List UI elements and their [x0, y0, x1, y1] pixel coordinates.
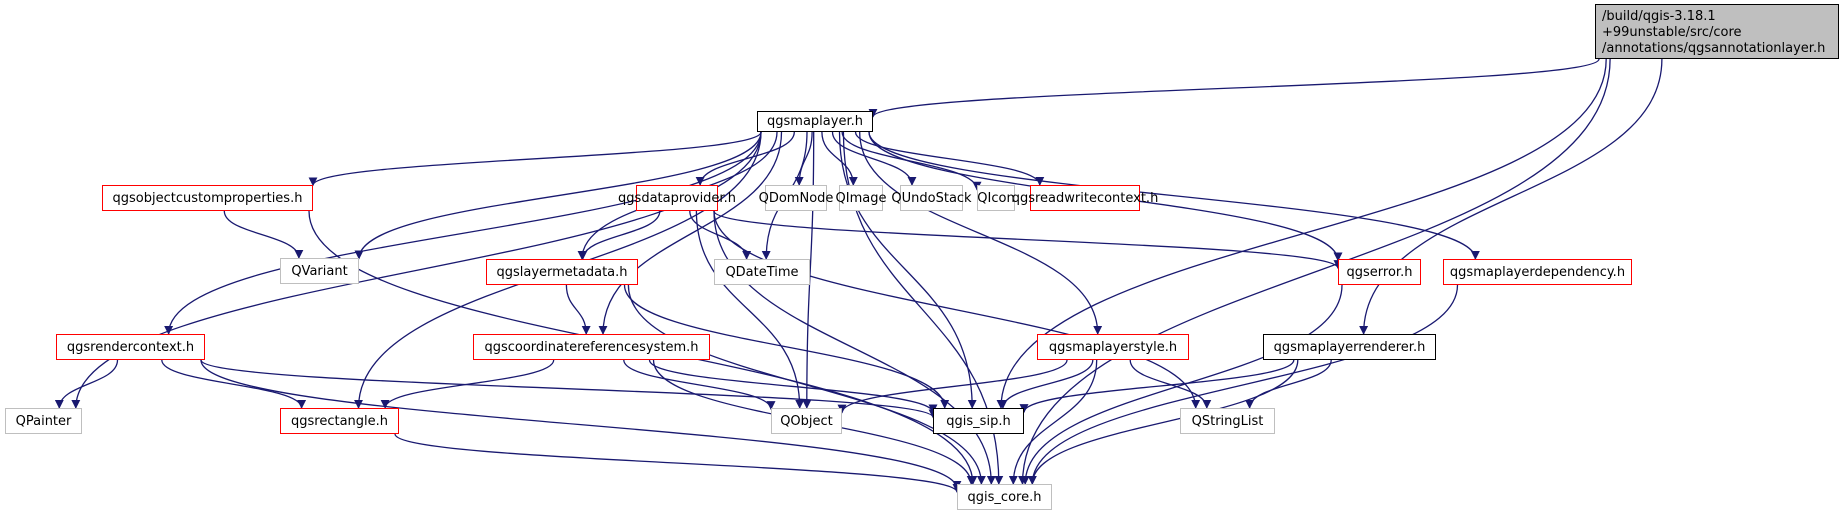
- node-qgsmaplayerstyle[interactable]: qgsmaplayerstyle.h: [1037, 334, 1189, 360]
- edge-qgsrendercontext-to-QPainter: [54, 359, 119, 409]
- node-qdatetime: QDateTime: [714, 259, 810, 285]
- edge-qgsmaplayer-to-QUndoStack: [831, 131, 917, 186]
- node-qgscoordinatereferencesystem[interactable]: qgscoordinatereferencesystem.h: [473, 334, 710, 360]
- node-qgsmaplayerrenderer[interactable]: qgsmaplayerrenderer.h: [1263, 334, 1436, 360]
- edge-qgsmaplayer-to-qgsrendercontext: [164, 131, 762, 335]
- edge-root-to-qgis_core: [1018, 58, 1611, 485]
- edge-qgsrendercontext-to-qgis_core: [200, 359, 962, 490]
- edge-qgsmaplayer-to-qgis_sip: [838, 131, 977, 409]
- edge-qgsmaplayer-to-qgsdataprovider: [695, 131, 795, 186]
- node-qgis-sip[interactable]: qgis_sip.h: [933, 408, 1024, 434]
- node-qgsdataprovider[interactable]: qgsdataprovider.h: [618, 185, 736, 211]
- edge-qgsmaplayerstyle-to-qgis_sip: [998, 359, 1094, 409]
- node-qimage: QImage: [836, 185, 886, 211]
- node-qgsreadwritecontext[interactable]: qgsreadwritecontext.h: [1012, 185, 1158, 211]
- node-qgsobjectcustomproperties[interactable]: qgsobjectcustomproperties.h: [102, 185, 313, 211]
- edge-qgsmaplayerrenderer-to-QStringList: [1245, 359, 1332, 409]
- node-label-line: /build/qgis-3.18.1: [1602, 9, 1716, 24]
- edge-qgsmaplayer-to-QDomNode: [794, 131, 813, 186]
- node-qgsmaplayer[interactable]: qgsmaplayer.h: [757, 111, 873, 132]
- edge-qgsmaplayerstyle-to-QObject: [837, 359, 1068, 414]
- node-qicon: QIcon: [977, 185, 1015, 211]
- edge-qgsmaplayerdependency-to-qgis_core: [1027, 284, 1459, 485]
- edge-qgsmaplayerstyle-to-QStringList: [1129, 359, 1212, 409]
- edge-qgsrendercontext-to-qgis_sip: [200, 359, 938, 419]
- edge-qgsmaplayer-to-qgsmaplayerdependency: [868, 131, 1480, 260]
- edge-qgsmaplayer-to-qgscoordinatereferencesystem: [598, 131, 783, 335]
- edge-qgsdataprovider-to-qgslayermetadata: [578, 210, 661, 260]
- node-qobject: QObject: [771, 408, 842, 434]
- node-qgsmaplayerdependency[interactable]: qgsmaplayerdependency.h: [1443, 259, 1632, 285]
- edge-qgsrectangle-to-qgis_core: [394, 433, 962, 493]
- edge-qgsdataprovider-to-QObject: [695, 210, 805, 409]
- node-qstringlist: QStringList: [1180, 408, 1275, 434]
- edge-qgscoordinatereferencesystem-to-QObject: [623, 359, 776, 411]
- edge-qgsmaplayerrenderer-to-qgis_sip: [1019, 359, 1295, 414]
- node-qvariant: QVariant: [280, 258, 359, 284]
- node-qundostack: QUndoStack: [891, 185, 972, 211]
- node-qdomnode: QDomNode: [759, 185, 833, 211]
- edge-qgsmaplayer-to-QPainter: [71, 131, 762, 409]
- edge-qgscoordinatereferencesystem-to-qgsrectangle: [380, 359, 555, 409]
- edge-qgsdataprovider-to-qgserror: [713, 210, 1343, 270]
- node-qgslayermetadata[interactable]: qgslayermetadata.h: [486, 259, 638, 285]
- node-qgis-core: qgis_core.h: [957, 484, 1052, 510]
- edge-qgsrendercontext-to-qgsrectangle: [161, 359, 307, 409]
- edge-qgsdataprovider-to-QDateTime: [689, 210, 752, 260]
- edge-qgsmaplayer-to-qgsmaplayerstyle: [859, 131, 1103, 335]
- edge-qgsmaplayer-to-QObject: [802, 131, 815, 409]
- edge-qgsmaplayer-to-qgsobjectcustomproperties: [308, 131, 762, 187]
- edge-qgscoordinatereferencesystem-to-qgis_sip: [648, 359, 938, 414]
- node-label-line: /annotations/qgsannotationlayer.h: [1602, 41, 1826, 56]
- edge-qgsmaplayer-to-QVariant: [354, 131, 762, 260]
- edge-qgsobjectcustomproperties-to-QVariant: [223, 210, 304, 259]
- node-qgsrectangle[interactable]: qgsrectangle.h: [280, 408, 399, 434]
- edge-qgsmaplayer-to-qgsreadwritecontext: [854, 131, 1045, 186]
- edge-root-to-qgsmaplayerrenderer: [1359, 58, 1663, 335]
- edge-qgsmaplayerstyle-to-qgis_core: [1008, 359, 1098, 485]
- edge-qgslayermetadata-to-qgis_sip: [623, 284, 950, 409]
- node-qpainter: QPainter: [5, 408, 82, 434]
- edge-qgsmaplayerrenderer-to-qgis_core: [1027, 359, 1299, 485]
- edge-root-to-qgsmaplayer: [868, 58, 1600, 118]
- edge-qgslayermetadata-to-qgscoordinatereferencesystem: [565, 284, 591, 335]
- edge-qgsdataprovider-to-QStringList: [713, 210, 1201, 409]
- node-qgsrendercontext[interactable]: qgsrendercontext.h: [56, 334, 205, 360]
- edge-qgslayermetadata-to-qgis_core: [627, 284, 986, 485]
- edge-qgsmaplayer-to-QImage: [821, 131, 858, 186]
- node-label-line: +99unstable/src/core: [1602, 25, 1742, 40]
- edge-qgserror-to-qgis_core: [1020, 284, 1343, 485]
- node-root[interactable]: /build/qgis-3.18.1+99unstable/src/core/a…: [1595, 4, 1839, 59]
- node-qgserror[interactable]: qgserror.h: [1338, 259, 1421, 285]
